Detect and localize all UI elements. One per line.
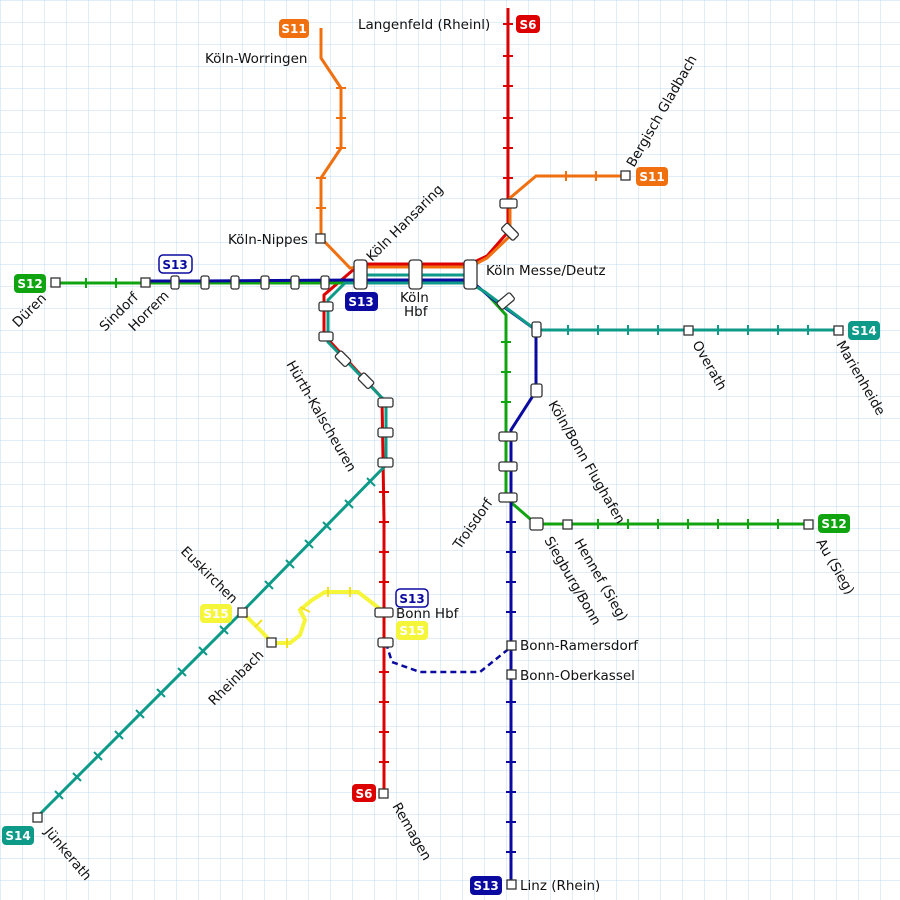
badge-s12-au: S12: [818, 514, 850, 533]
svg-text:S15: S15: [399, 624, 424, 638]
badge-s11-top: S11: [279, 19, 309, 38]
badge-s12-dueren: S12: [14, 274, 46, 293]
svg-text:S11: S11: [639, 170, 664, 184]
label-troisdorf: Troisdorf: [450, 495, 497, 553]
badge-s13-horrem: S13: [158, 254, 193, 274]
line-s13: [145, 278, 538, 885]
label-dueren: Düren: [10, 290, 50, 330]
label-marienheide: Marienheide: [833, 338, 889, 418]
ticks-s12: [85, 278, 779, 529]
svg-text:S13: S13: [348, 295, 373, 309]
badge-s6-top: S6: [516, 15, 540, 33]
badge-s14-marienheide: S14: [848, 321, 880, 340]
label-hbf-line1: Köln: [400, 290, 429, 306]
label-remagen: Remagen: [389, 800, 435, 863]
label-overath: Overath: [689, 338, 730, 393]
svg-text:S6: S6: [356, 787, 373, 801]
ticks-s11: [316, 87, 597, 209]
label-messe: Köln Messe/Deutz: [486, 263, 606, 279]
line-s6: [322, 8, 510, 793]
badge-s6-remagen: S6: [352, 784, 376, 802]
badge-s13-koeln: S13: [345, 292, 378, 311]
label-hbf-line2: Hbf: [404, 304, 429, 320]
badge-s13-bonn: S13: [395, 588, 429, 608]
svg-text:S11: S11: [281, 22, 306, 36]
label-nippes: Köln-Nippes: [228, 232, 308, 248]
label-langenfeld: Langenfeld (Rheinl): [358, 17, 490, 33]
label-hansaring: Köln Hansaring: [364, 182, 447, 265]
svg-text:S13: S13: [399, 592, 424, 606]
svg-text:S12: S12: [17, 277, 42, 291]
label-hurth: Hürth-Kalscheuren: [283, 358, 360, 475]
badge-s15-bonn: S15: [396, 621, 428, 640]
badge-s11-bergisch: S11: [636, 167, 668, 186]
badge-s14-juenkerath: S14: [2, 826, 34, 845]
badge-s13-linz: S13: [470, 876, 502, 895]
label-bergisch: Bergisch Gladbach: [624, 53, 701, 170]
svg-text:S14: S14: [851, 324, 876, 338]
label-worringen: Köln-Worringen: [205, 51, 308, 67]
label-linz: Linz (Rhein): [520, 878, 600, 894]
svg-text:S6: S6: [520, 18, 537, 32]
badge-s15-euskirchen: S15: [200, 604, 232, 623]
ticks-s13: [506, 521, 516, 853]
line-s11: [319, 28, 625, 270]
label-rheinbach: Rheinbach: [206, 647, 268, 709]
label-ramersdorf: Bonn-Ramersdorf: [520, 638, 639, 654]
label-au: Au (Sieg): [813, 536, 858, 598]
label-flughafen: Köln/Bonn Flughafen: [545, 398, 629, 527]
ticks-s15: [254, 587, 351, 648]
svg-text:S14: S14: [5, 829, 30, 843]
station-markers: [32, 170, 844, 890]
ticks-s6: [379, 23, 513, 763]
label-juenkerath: Jünkerath: [40, 824, 94, 884]
svg-text:S13: S13: [473, 879, 498, 893]
svg-text:S13: S13: [162, 258, 187, 272]
line-s13-dashed: [384, 642, 512, 674]
svg-text:S12: S12: [821, 517, 846, 531]
label-euskirchen: Euskirchen: [177, 544, 240, 607]
ticks-s14: [54, 325, 809, 800]
svg-text:S15: S15: [203, 607, 228, 621]
label-oberkassel: Bonn-Oberkassel: [520, 668, 635, 684]
line-s15: [240, 590, 386, 645]
label-bonnhbf: Bonn Hbf: [396, 606, 460, 622]
line-s12: [56, 281, 808, 526]
